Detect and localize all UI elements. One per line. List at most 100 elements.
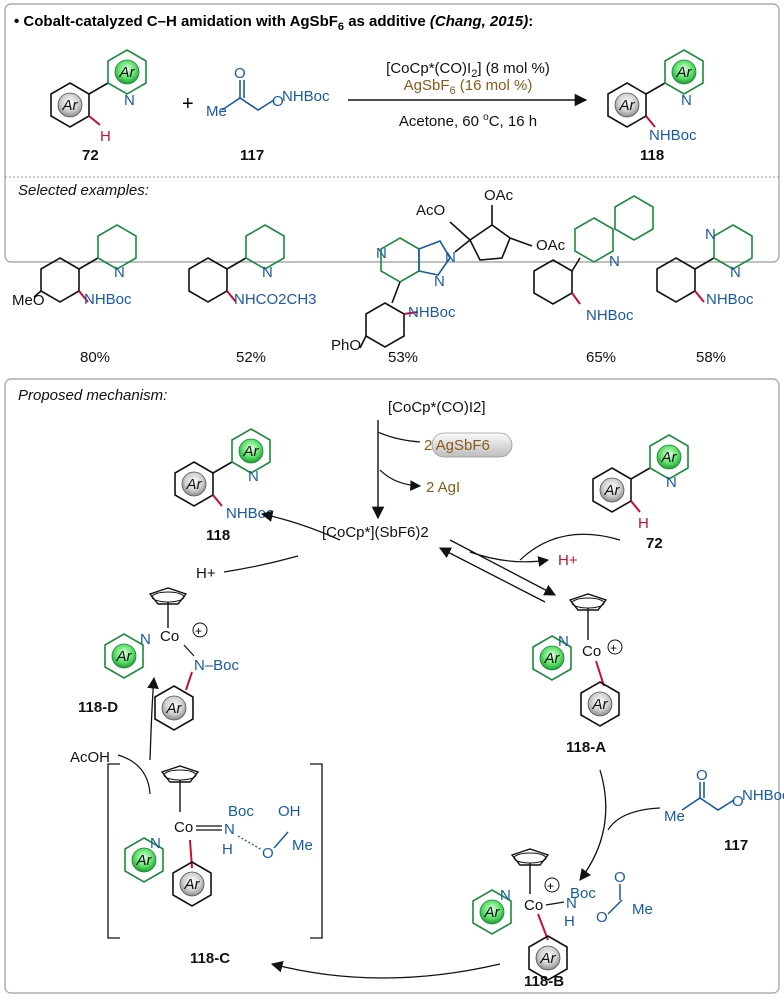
svg-text:N: N <box>681 92 692 109</box>
intermediate-118-A: Ar N Co + Ar <box>532 593 623 727</box>
svg-text:N: N <box>434 273 445 290</box>
svg-text:N: N <box>705 226 716 243</box>
svg-text:Me: Me <box>632 901 653 918</box>
plus-sign: + <box>182 93 194 115</box>
svg-text:118-A: 118-A <box>566 739 606 756</box>
additive-label: AgSbF6 (16 mol %) <box>404 77 533 97</box>
svg-text:Ar: Ar <box>661 449 678 466</box>
svg-text:H: H <box>638 515 649 532</box>
svg-text:Ar: Ar <box>676 64 693 81</box>
catalyst-label: [CoCp*(CO)I2] (8 mol %) <box>386 60 550 80</box>
svg-text:N–Boc: N–Boc <box>194 657 240 674</box>
label-72: 72 <box>82 147 99 164</box>
reaction-title: • Cobalt-catalyzed C–H amidation with Ag… <box>14 13 533 33</box>
svg-text:Ar: Ar <box>540 950 557 967</box>
svg-text:H: H <box>564 913 575 930</box>
svg-text:NHBoc: NHBoc <box>649 127 697 144</box>
svg-text:Boc: Boc <box>570 885 596 902</box>
svg-text:N: N <box>150 835 161 852</box>
mechanism-reagent-117 <box>681 782 735 811</box>
svg-text:Me: Me <box>292 837 313 854</box>
svg-text:O: O <box>696 767 708 784</box>
svg-text:N: N <box>566 895 577 912</box>
svg-text:N: N <box>609 253 620 270</box>
svg-text:OAc: OAc <box>536 237 566 254</box>
svg-text:Co: Co <box>582 643 601 660</box>
svg-text:NHBoc: NHBoc <box>282 88 330 105</box>
svg-text:Ar: Ar <box>136 852 153 869</box>
svg-text:117: 117 <box>724 837 748 854</box>
svg-text:+: + <box>547 879 554 893</box>
svg-text:NHBoc: NHBoc <box>706 291 754 308</box>
svg-text:O: O <box>272 93 284 110</box>
product-118: Ar Ar N NHBoc <box>607 49 704 144</box>
svg-text:Ar: Ar <box>116 648 133 665</box>
svg-text:52%: 52% <box>236 349 266 366</box>
intermediate-118-C: Ar N Co N Boc H O OH Me Ar <box>107 763 323 939</box>
reagent-117 <box>221 80 275 111</box>
svg-text:O: O <box>262 845 274 862</box>
example-5: NN <box>656 224 753 303</box>
example-1: N <box>33 224 137 303</box>
svg-text:N: N <box>140 631 151 648</box>
svg-text:118: 118 <box>206 527 230 544</box>
svg-text:OAc: OAc <box>484 187 514 204</box>
svg-text:Ar: Ar <box>484 904 501 921</box>
svg-text:Ar: Ar <box>186 476 203 493</box>
svg-text:Ar: Ar <box>544 650 561 667</box>
intermediate-118-B: Ar N Co + N Boc H O O Me Ar <box>472 848 653 981</box>
svg-text:80%: 80% <box>80 349 110 366</box>
svg-text:2 AgI: 2 AgI <box>426 479 460 496</box>
svg-text:53%: 53% <box>388 349 418 366</box>
svg-text:O: O <box>732 793 744 810</box>
svg-text:PhO: PhO <box>331 337 361 354</box>
mechanism-panel <box>4 378 780 994</box>
svg-text:Ar: Ar <box>592 696 609 713</box>
svg-text:Co: Co <box>160 628 179 645</box>
svg-text:118-D: 118-D <box>78 699 118 716</box>
svg-text:NHBoc: NHBoc <box>84 291 132 308</box>
svg-text:N: N <box>445 249 456 266</box>
example-2: N <box>188 224 285 303</box>
examples-heading: Selected examples: <box>18 182 149 199</box>
svg-text:Me: Me <box>206 103 227 120</box>
svg-text:Ar: Ar <box>166 700 183 717</box>
svg-text:Ar: Ar <box>619 97 636 114</box>
active-catalyst: [CoCp*](SbF6)2 <box>322 524 429 541</box>
proton-in: H+ <box>196 565 216 582</box>
svg-text:N: N <box>248 468 259 485</box>
svg-text:NHBoc: NHBoc <box>226 505 274 522</box>
svg-text:N: N <box>376 245 387 262</box>
svg-text:N: N <box>124 92 135 109</box>
svg-text:NHBoc: NHBoc <box>586 307 634 324</box>
svg-text:Boc: Boc <box>228 803 254 820</box>
agsbf6-pill <box>431 432 513 458</box>
svg-text:MeO: MeO <box>12 292 45 309</box>
mechanism-product-118: Ar Ar N NHBoc <box>174 428 274 522</box>
svg-text:N: N <box>500 887 511 904</box>
svg-text:NHCO2CH3: NHCO2CH3 <box>234 291 317 308</box>
svg-text:Ar: Ar <box>243 443 260 460</box>
svg-text:+: + <box>195 624 202 638</box>
svg-text:65%: 65% <box>586 349 616 366</box>
svg-text:O: O <box>234 65 246 82</box>
svg-text:118-B: 118-B <box>524 973 564 990</box>
svg-text:OH: OH <box>278 803 301 820</box>
svg-text:H: H <box>100 128 111 145</box>
svg-text:N: N <box>666 474 677 491</box>
svg-text:Ar: Ar <box>62 97 79 114</box>
svg-text:NHBoc: NHBoc <box>408 304 456 321</box>
svg-text:Co: Co <box>524 897 543 914</box>
svg-text:N: N <box>262 264 273 281</box>
svg-text:N: N <box>114 264 125 281</box>
example-3: N N N <box>359 205 533 349</box>
mechanism-substrate-72: Ar H Ar N <box>592 434 689 532</box>
svg-text:58%: 58% <box>696 349 726 366</box>
svg-text:N: N <box>730 264 741 281</box>
label-117: 117 <box>240 147 264 164</box>
svg-text:2 AgSbF6: 2 AgSbF6 <box>424 437 490 454</box>
intermediate-118-D: Ar N Co + N–Boc Ar <box>104 587 240 731</box>
reaction-panel <box>4 3 780 263</box>
svg-text:72: 72 <box>646 535 663 552</box>
